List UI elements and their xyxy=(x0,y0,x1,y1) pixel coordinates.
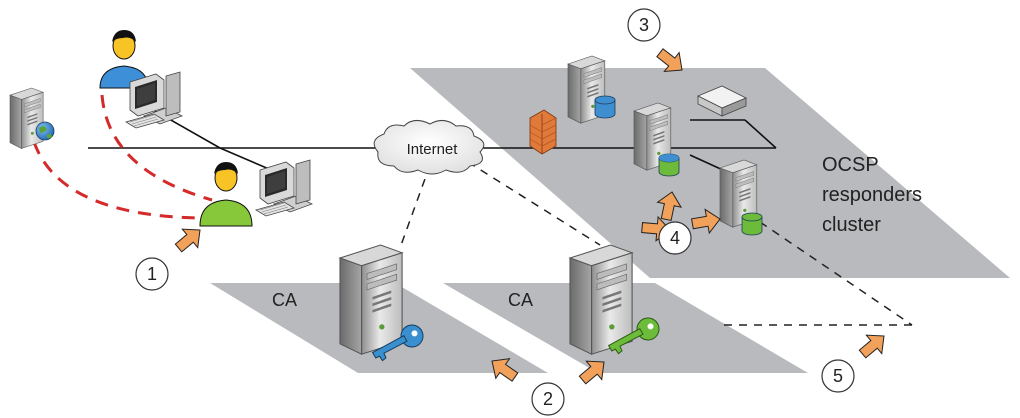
key-icon xyxy=(604,315,664,356)
step-5-badge xyxy=(821,359,855,393)
firewall-icon xyxy=(529,109,557,155)
step-1-badge xyxy=(135,257,169,291)
step-2-badge xyxy=(531,382,565,416)
ca-server-icon xyxy=(339,244,403,355)
step-3-number: 3 xyxy=(639,15,649,35)
step-3-badge xyxy=(627,8,661,42)
globe-icon xyxy=(35,121,55,141)
step-4-number: 4 xyxy=(670,228,680,248)
ocsp-label: OCSP xyxy=(822,154,879,176)
ocsp-label: cluster xyxy=(822,214,881,236)
key-icon xyxy=(368,322,428,363)
ocsp-label: responders xyxy=(822,184,922,206)
step-2-number: 2 xyxy=(543,389,553,409)
step-4-badge xyxy=(658,221,692,255)
router-icon xyxy=(697,85,747,117)
internet-label: Internet xyxy=(407,141,459,158)
internet-cloud-icon: Internet xyxy=(373,120,485,175)
red-dashed-path xyxy=(32,94,213,220)
database-icon xyxy=(594,95,616,119)
ca-label-left: CA xyxy=(272,290,297,310)
workstation-icon xyxy=(255,159,313,217)
step-1-number: 1 xyxy=(147,264,157,284)
ca-label-right: CA xyxy=(508,290,533,310)
workstation-icon xyxy=(125,71,183,129)
arrow-icon xyxy=(854,326,893,364)
ocsp-cluster-platform xyxy=(410,68,1010,278)
dashed-link xyxy=(399,161,913,326)
web-server-icon xyxy=(9,87,44,149)
user-green-icon xyxy=(199,161,253,227)
step-5-number: 5 xyxy=(833,366,843,386)
database-icon xyxy=(741,212,763,236)
